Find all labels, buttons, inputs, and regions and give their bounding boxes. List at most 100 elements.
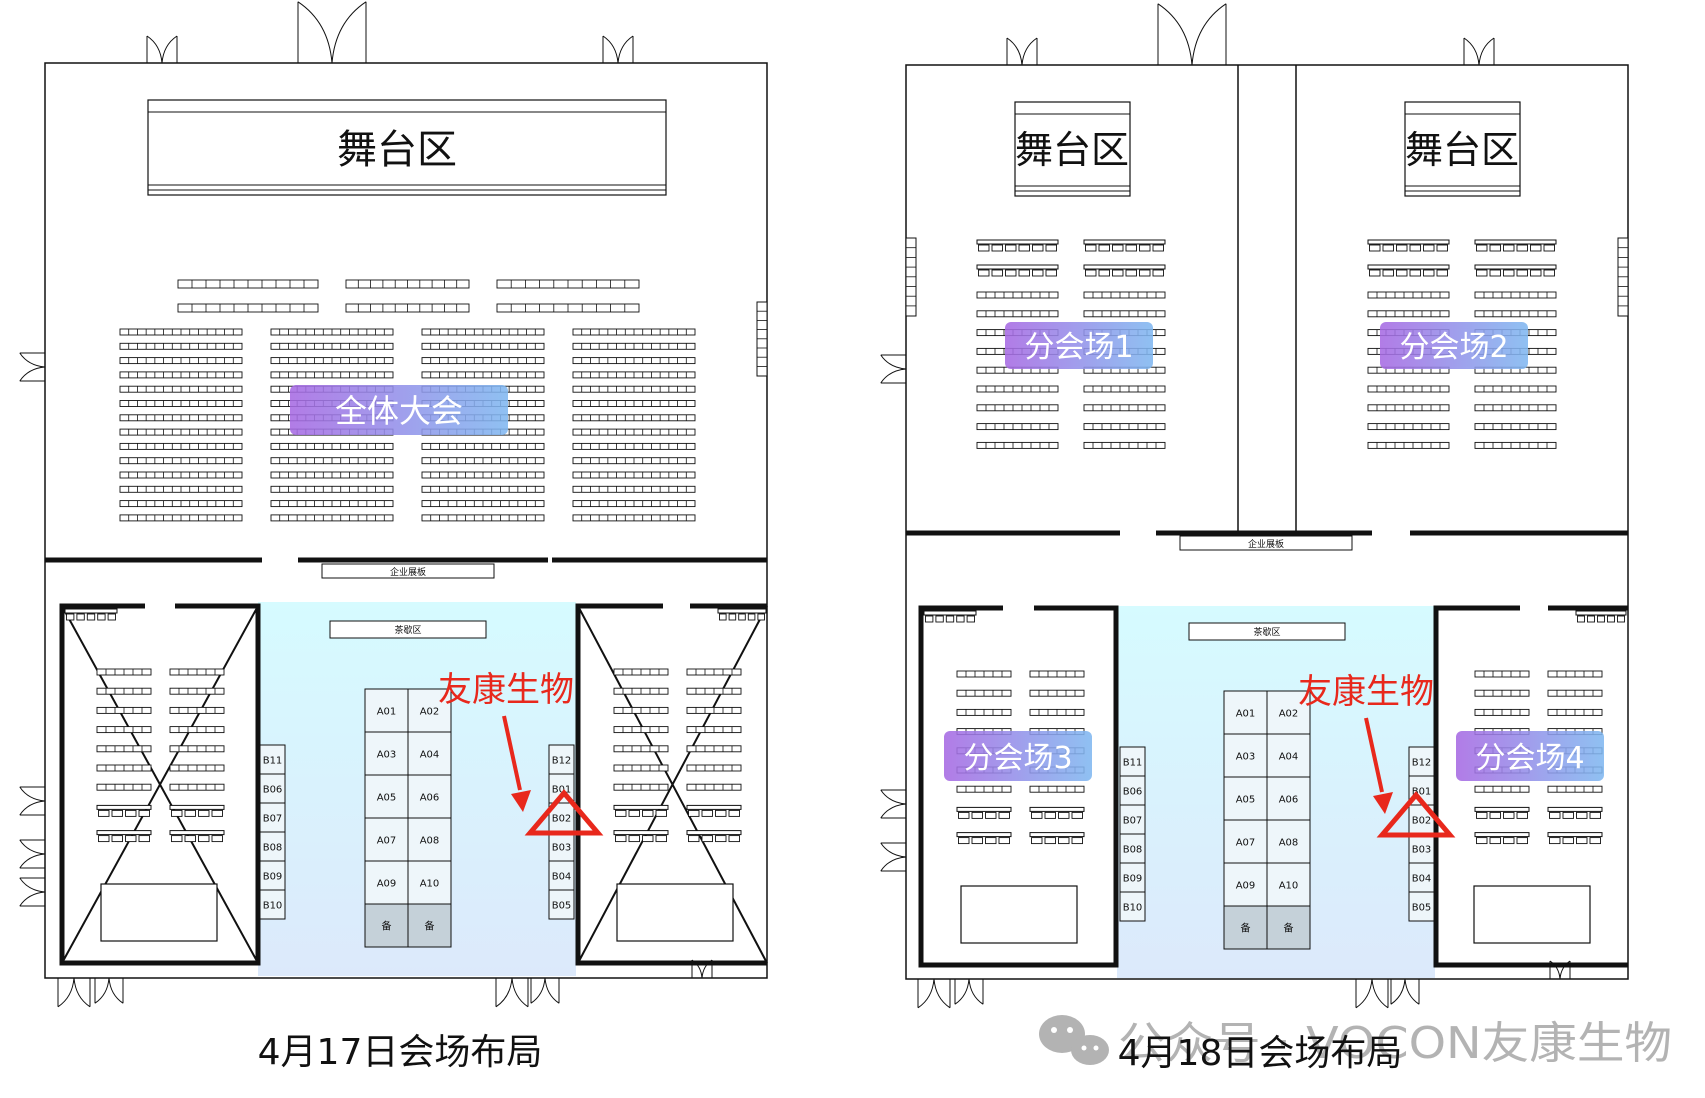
seat-row (421, 328, 545, 336)
booth-label: 备 (382, 920, 392, 933)
seat-row (169, 745, 225, 753)
booth-label: A02 (420, 707, 440, 718)
seat-row (686, 687, 742, 695)
booth-label: B01 (1412, 787, 1432, 798)
door (57, 977, 91, 1008)
seat-row (1547, 670, 1603, 678)
seat-row (686, 706, 742, 714)
booth: B08 (1119, 833, 1146, 864)
side-vent (1617, 237, 1629, 317)
seat-row (119, 400, 243, 407)
booth-label: A05 (377, 793, 397, 804)
seat-row (976, 385, 1059, 393)
booth: A06 (407, 774, 452, 819)
main-assembly-label: 全体大会 (335, 392, 463, 430)
desk-row (1575, 610, 1627, 623)
booth-label: B02 (552, 814, 572, 825)
booth: A09 (1223, 862, 1268, 907)
pointer-arrow (502, 715, 531, 812)
booth: A01 (364, 688, 409, 733)
seat-row (421, 371, 545, 379)
booth: A10 (407, 860, 452, 905)
seat-row (169, 687, 225, 695)
desk-row (686, 830, 742, 843)
seat-row (686, 726, 742, 734)
booth-label: A05 (1236, 795, 1256, 806)
booth: B05 (548, 889, 575, 920)
door (530, 977, 560, 1004)
booth: A10 (1266, 862, 1311, 907)
seat-row (496, 303, 640, 313)
seat-row (421, 342, 545, 350)
side-room-left (918, 605, 1119, 968)
seat-row (421, 442, 545, 450)
seat-row (572, 428, 696, 436)
booth: B12 (1408, 746, 1435, 777)
seat-row (572, 342, 696, 350)
door (602, 35, 634, 64)
door (917, 978, 951, 1009)
booth-label: A06 (420, 793, 440, 804)
booth: A08 (1266, 819, 1311, 864)
seat-row (270, 328, 394, 336)
booth-label: A09 (1236, 881, 1256, 892)
booth: B10 (259, 889, 286, 920)
door (1157, 3, 1227, 66)
door (146, 35, 178, 64)
seat-row (1474, 310, 1557, 318)
booth: A07 (1223, 819, 1268, 864)
desk-row (1547, 806, 1603, 819)
seat-row (686, 745, 742, 753)
side-room-seating (64, 608, 767, 942)
desk-row (1474, 806, 1530, 819)
brand-label: 友康生物 (438, 670, 574, 710)
door (94, 977, 124, 1004)
door (1390, 978, 1420, 1005)
side-room-left (59, 603, 261, 966)
door (1006, 37, 1038, 66)
seat-row (96, 745, 152, 753)
booth-label: B09 (1123, 874, 1143, 885)
exhibit-board: 企业展板 (321, 563, 495, 579)
seat-row (119, 342, 243, 350)
watermark: 公众号 · VOCON友康生物 (1039, 1015, 1672, 1069)
booth-label: B03 (552, 843, 572, 854)
booth-label: A03 (377, 750, 397, 761)
booth-label: B11 (1123, 758, 1143, 769)
booth: 备 (407, 903, 452, 948)
booth-label: B07 (263, 814, 283, 825)
booth-label: B12 (1412, 758, 1432, 769)
seat-row (270, 500, 394, 508)
booth-label: B08 (1123, 845, 1143, 856)
booth-label: B12 (552, 756, 572, 767)
door (954, 978, 984, 1005)
seat-row (96, 687, 152, 695)
desk-row (1083, 239, 1166, 252)
side-room-right (575, 603, 768, 966)
breakout-badge-4: 分会场4 (1456, 731, 1604, 781)
desk-row (717, 608, 767, 621)
seat-row (270, 457, 394, 465)
booth: B06 (1119, 775, 1146, 806)
booth: B02 (1408, 804, 1435, 835)
booth-label: A10 (1279, 881, 1299, 892)
door (297, 1, 367, 64)
breakout-badge-2: 分会场2 (1380, 322, 1528, 369)
seat-row (421, 457, 545, 465)
side-room-right (1433, 605, 1628, 968)
seat-row (421, 357, 545, 365)
desk-row (1029, 806, 1085, 819)
seat-row (976, 404, 1059, 412)
door (19, 877, 46, 907)
booth: B07 (259, 802, 286, 833)
seat-row (345, 279, 470, 289)
seat-row (1083, 291, 1166, 299)
desk-row (976, 264, 1059, 277)
seat-row (96, 764, 152, 772)
breakout-label-3: 分会场3 (963, 741, 1072, 776)
desk-row (1474, 832, 1530, 845)
room-stage (100, 883, 218, 942)
seat-row (119, 357, 243, 365)
seat-row (686, 764, 742, 772)
